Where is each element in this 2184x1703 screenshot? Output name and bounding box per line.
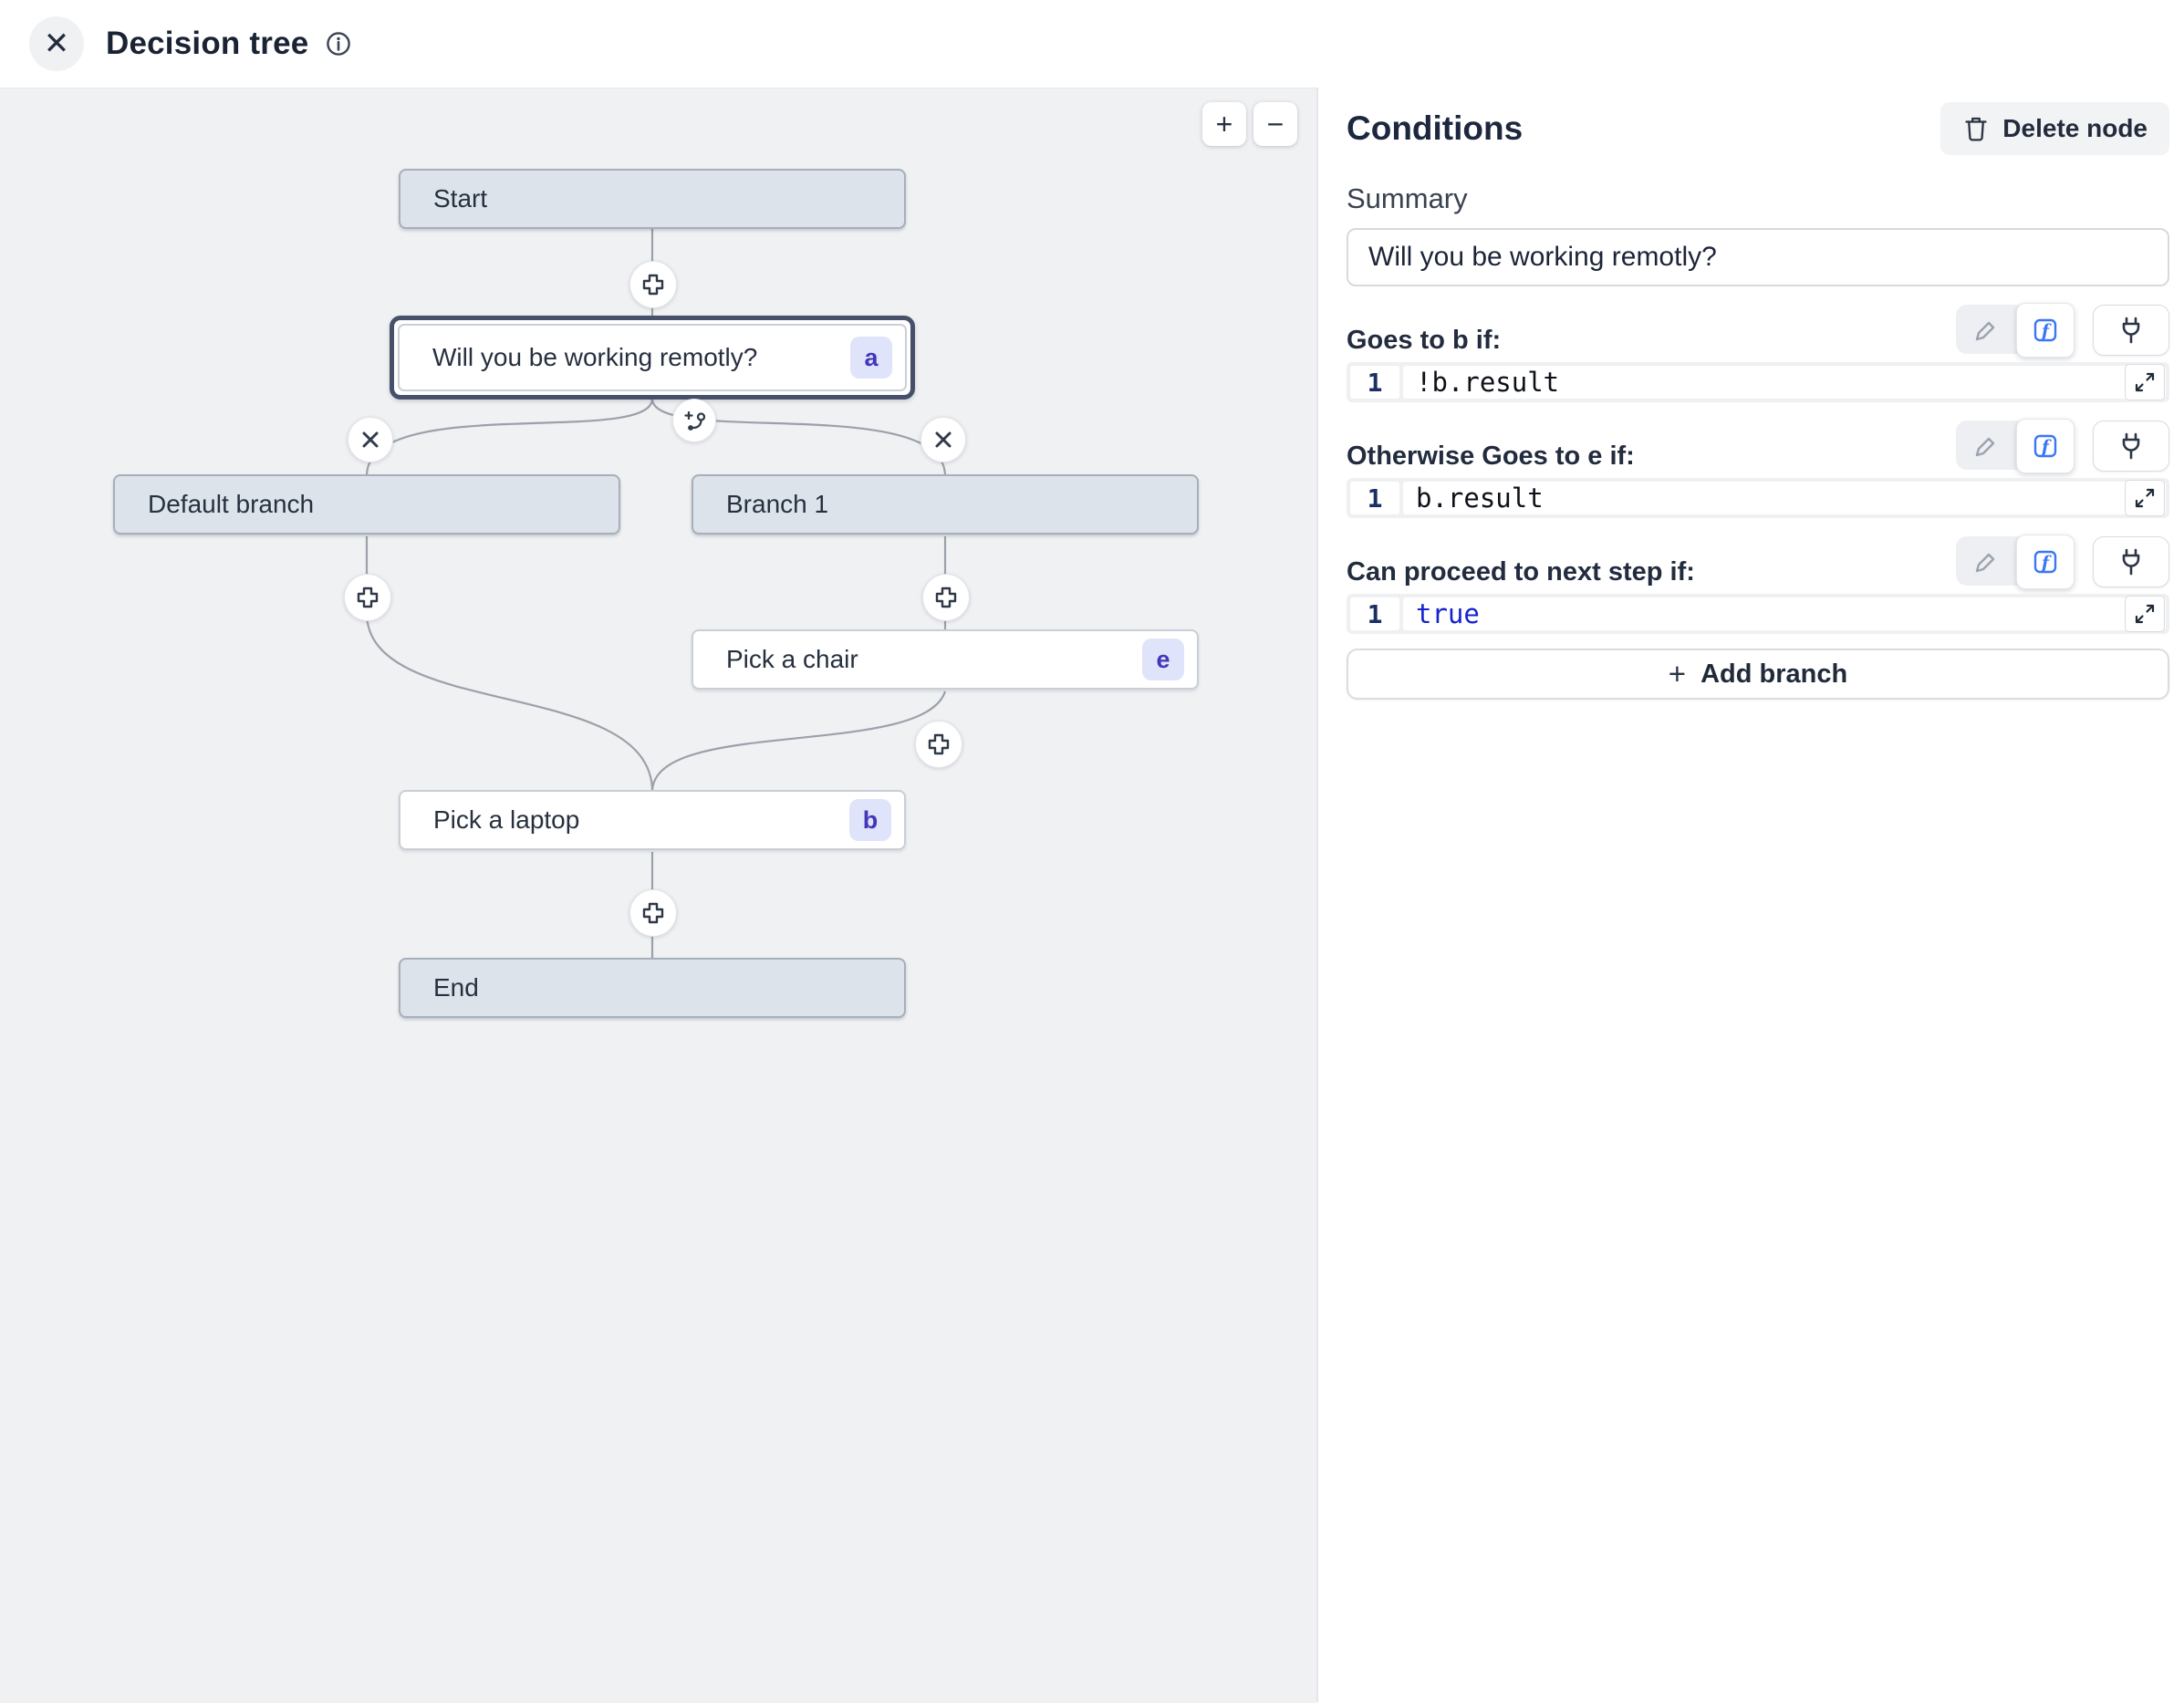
add-branch-connector-button[interactable] bbox=[672, 399, 716, 442]
add-node-button[interactable] bbox=[629, 889, 677, 937]
plug-button[interactable] bbox=[2093, 536, 2169, 587]
node-label: Will you be working remotly? bbox=[432, 343, 758, 371]
condition-section-goes-to-b: f Goes to b if: 1 !b.result bbox=[1347, 303, 2169, 402]
pencil-edit-button[interactable] bbox=[1956, 305, 2016, 354]
pick-laptop-node[interactable]: Pick a laptop b bbox=[399, 790, 906, 850]
plus-icon bbox=[640, 271, 667, 298]
end-node[interactable]: End bbox=[399, 958, 906, 1018]
node-label: Pick a laptop bbox=[433, 805, 580, 834]
code-text[interactable]: !b.result bbox=[1403, 366, 2166, 399]
add-branch-label: Add branch bbox=[1700, 659, 1848, 689]
delete-node-label: Delete node bbox=[2002, 114, 2148, 142]
add-branch-button[interactable]: + Add branch bbox=[1347, 649, 2169, 700]
close-icon bbox=[933, 430, 953, 450]
node-label: Pick a chair bbox=[726, 645, 858, 673]
summary-input[interactable] bbox=[1347, 228, 2169, 286]
info-icon[interactable] bbox=[325, 30, 352, 57]
node-badge: b bbox=[849, 799, 891, 841]
start-node[interactable]: Start bbox=[399, 169, 906, 229]
condition-label: Can proceed to next step if: bbox=[1347, 557, 1695, 587]
code-text[interactable]: b.result bbox=[1403, 482, 2166, 514]
code-text[interactable]: true bbox=[1403, 597, 2166, 630]
branch-1-node[interactable]: Branch 1 bbox=[692, 474, 1199, 535]
function-mode-button[interactable]: f bbox=[2016, 303, 2075, 358]
condition-section-otherwise-e: f Otherwise Goes to e if: 1 b.result bbox=[1347, 419, 2169, 518]
node-label: Default branch bbox=[148, 490, 315, 518]
plus-icon bbox=[932, 584, 960, 611]
remove-branch-button[interactable] bbox=[348, 417, 393, 462]
plus-icon bbox=[925, 731, 952, 758]
code-editor[interactable]: 1 true bbox=[1347, 594, 2169, 634]
function-mode-button[interactable]: f bbox=[2016, 535, 2075, 589]
trash-icon bbox=[1962, 115, 1990, 142]
condition-section-proceed: f Can proceed to next step if: 1 true bbox=[1347, 535, 2169, 634]
expand-button[interactable] bbox=[2125, 364, 2165, 400]
conditions-panel: Conditions Delete node Summary f bbox=[1316, 0, 2184, 1702]
zoom-in-button[interactable]: + bbox=[1202, 102, 1246, 146]
editor-mode-toggle: f bbox=[1956, 535, 2075, 589]
expand-button[interactable] bbox=[2125, 596, 2165, 632]
panel-title: Conditions bbox=[1347, 109, 1524, 147]
close-icon: ✕ bbox=[43, 26, 70, 61]
editor-mode-toggle: f bbox=[1956, 303, 2075, 358]
remove-branch-button[interactable] bbox=[920, 417, 966, 462]
function-mode-button[interactable]: f bbox=[2016, 419, 2075, 473]
code-editor[interactable]: 1 b.result bbox=[1347, 478, 2169, 518]
close-button[interactable]: ✕ bbox=[29, 16, 84, 71]
summary-label: Summary bbox=[1347, 182, 1468, 214]
delete-node-button[interactable]: Delete node bbox=[1940, 102, 2169, 155]
svg-text:f: f bbox=[2040, 321, 2052, 341]
svg-text:f: f bbox=[2040, 437, 2052, 457]
expand-button[interactable] bbox=[2125, 480, 2165, 516]
pick-chair-node[interactable]: Pick a chair e bbox=[692, 629, 1199, 690]
default-branch-node[interactable]: Default branch bbox=[113, 474, 620, 535]
node-badge: a bbox=[850, 337, 892, 379]
close-icon bbox=[360, 430, 380, 450]
node-badge: e bbox=[1142, 639, 1184, 680]
page-title: Decision tree bbox=[106, 26, 309, 61]
line-number: 1 bbox=[1350, 482, 1399, 514]
condition-label: Otherwise Goes to e if: bbox=[1347, 441, 1635, 471]
plus-icon bbox=[640, 899, 667, 927]
zoom-out-button[interactable]: − bbox=[1253, 102, 1297, 146]
add-node-button[interactable] bbox=[629, 261, 677, 308]
plus-icon: + bbox=[1668, 657, 1687, 691]
top-header: ✕ Decision tree bbox=[0, 0, 2184, 88]
node-label: Start bbox=[433, 184, 488, 213]
node-label: End bbox=[433, 973, 479, 1002]
add-node-button[interactable] bbox=[915, 721, 962, 768]
code-editor[interactable]: 1 !b.result bbox=[1347, 362, 2169, 402]
plus-icon bbox=[354, 584, 381, 611]
line-number: 1 bbox=[1350, 597, 1399, 630]
question-node-selected[interactable]: Will you be working remotly? a bbox=[390, 316, 915, 400]
plug-button[interactable] bbox=[2093, 305, 2169, 356]
node-label: Branch 1 bbox=[726, 490, 829, 518]
add-node-button[interactable] bbox=[344, 574, 391, 621]
branch-plus-icon bbox=[682, 409, 707, 433]
add-node-button[interactable] bbox=[922, 574, 970, 621]
pencil-edit-button[interactable] bbox=[1956, 536, 2016, 586]
pencil-edit-button[interactable] bbox=[1956, 421, 2016, 470]
line-number: 1 bbox=[1350, 366, 1399, 399]
plug-button[interactable] bbox=[2093, 421, 2169, 472]
editor-mode-toggle: f bbox=[1956, 419, 2075, 473]
svg-text:f: f bbox=[2040, 553, 2052, 573]
condition-label: Goes to b if: bbox=[1347, 326, 1502, 355]
